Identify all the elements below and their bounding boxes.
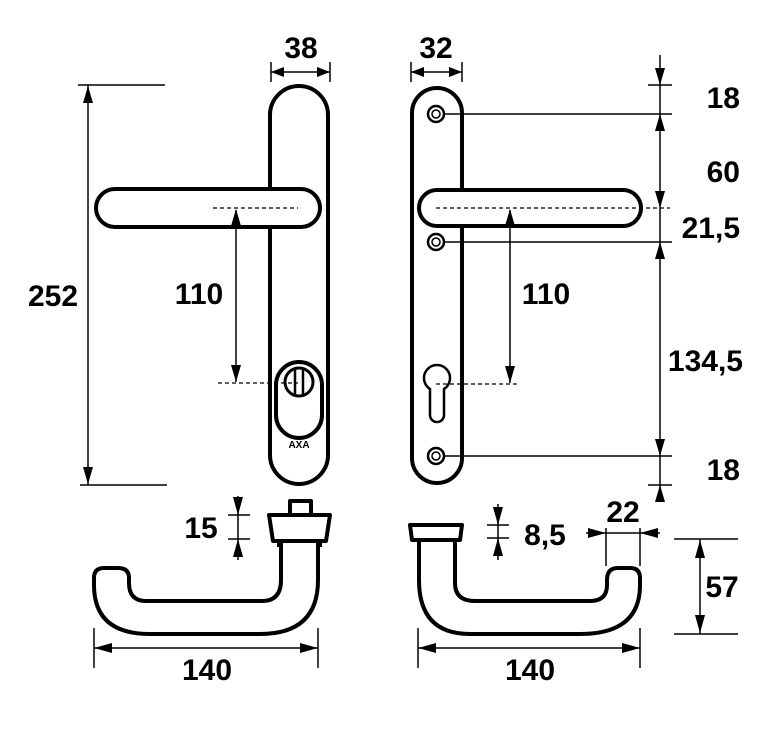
svg-text:57: 57 [705,571,738,604]
svg-text:60: 60 [707,156,740,189]
svg-text:22: 22 [606,496,639,529]
lever-left [94,187,322,229]
brand-label: AXA [288,440,309,451]
back-plate-right [410,86,643,485]
svg-text:252: 252 [28,280,78,313]
screw-icon-bottom [426,446,446,466]
dimension-140-left: 140 [93,628,319,687]
dimension-32: 32 [410,32,463,82]
dimension-140-right: 140 [417,628,641,687]
svg-text:134,5: 134,5 [668,345,743,378]
svg-text:110: 110 [522,278,570,311]
svg-text:18: 18 [707,454,740,487]
screw-icon-middle [426,232,446,252]
front-plate-left: AXA [94,84,330,486]
handle-side-view-left [92,499,332,636]
dimension-22: 22 [586,496,660,566]
svg-text:110: 110 [175,278,223,311]
dimension-8-5: 8,5 [487,504,566,560]
svg-text:38: 38 [284,32,317,65]
dimension-110-left: 110 [175,207,298,384]
dimension-15: 15 [184,496,250,560]
screw-icon-top [426,104,446,124]
svg-text:140: 140 [182,654,232,687]
svg-text:21,5: 21,5 [682,212,740,245]
dimension-57: 57 [674,538,739,635]
dimension-252: 252 [28,84,167,486]
svg-text:32: 32 [419,32,452,65]
dimension-110-right: 110 [436,207,670,385]
svg-text:15: 15 [184,512,217,545]
dimension-chain-right: 18 60 21,5 134,5 18 [444,55,743,502]
dimension-38: 38 [270,32,331,82]
thumb-turn-icon [283,366,315,398]
svg-text:18: 18 [707,82,740,115]
svg-text:140: 140 [505,654,555,687]
handle-side-view-right [408,523,642,636]
svg-text:8,5: 8,5 [524,519,566,552]
keyhole-icon [422,363,452,424]
